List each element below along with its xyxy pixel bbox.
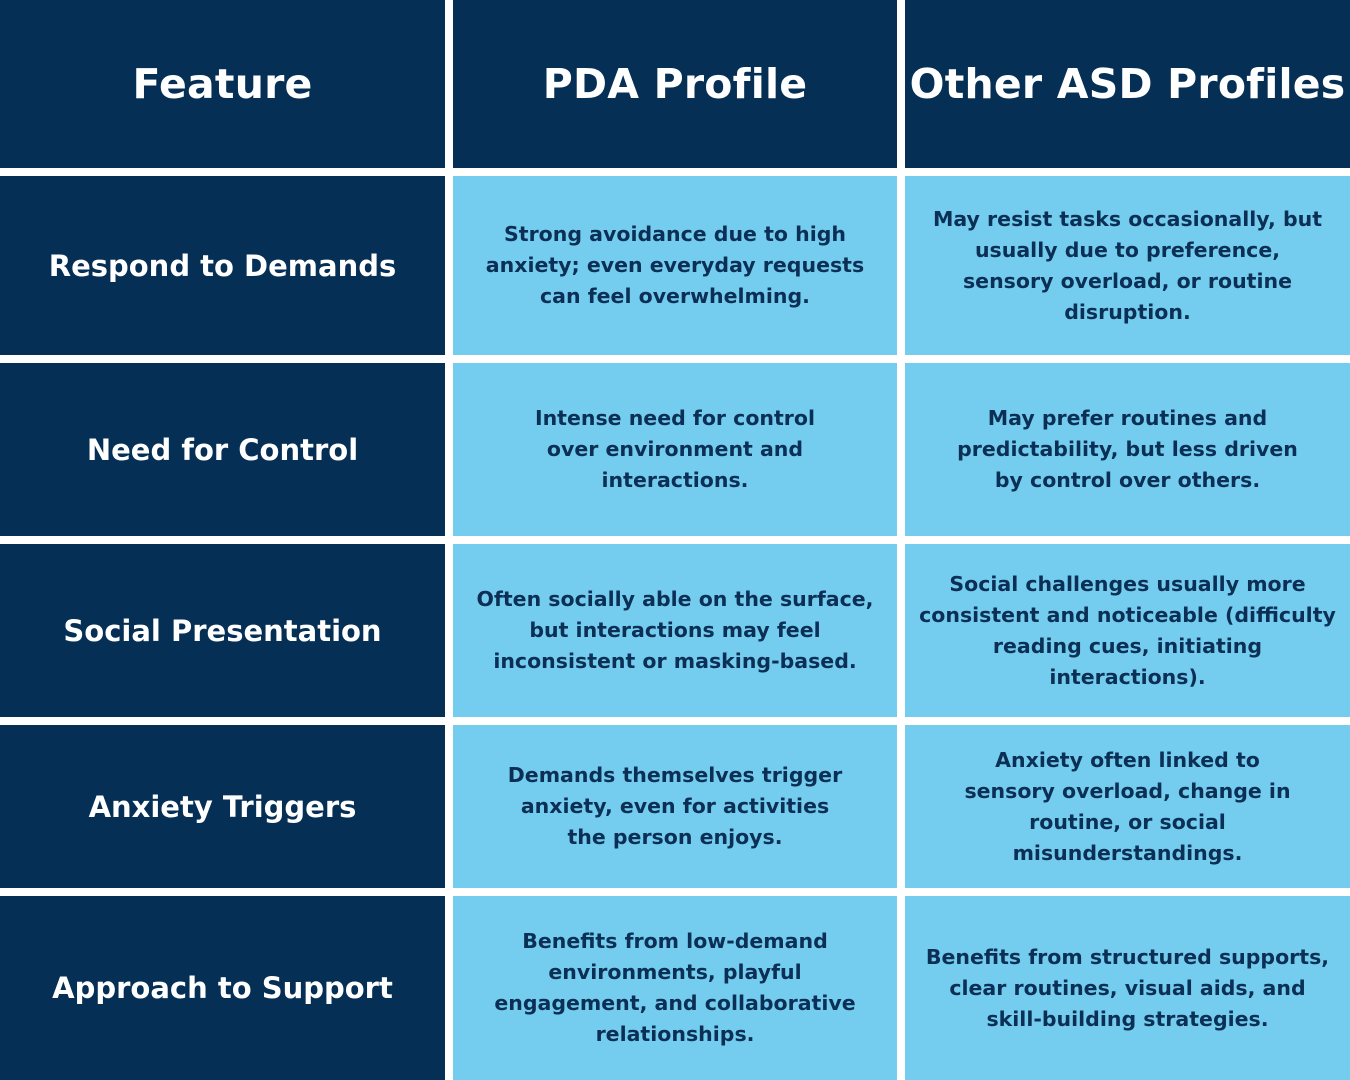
- pda-description: Demands themselves trigger anxiety, even…: [507, 763, 843, 849]
- table-row-feature: Social Presentation: [0, 544, 445, 717]
- table-row-pda: Benefits from low-demand environments, p…: [453, 896, 897, 1080]
- other-description: Benefits from structured supports, clear…: [925, 944, 1330, 1031]
- pda-description: Benefits from low-demand environments, p…: [494, 929, 856, 1046]
- feature-label: Need for Control: [86, 432, 359, 467]
- table-row-pda: Demands themselves trigger anxiety, even…: [453, 725, 897, 888]
- feature-label: Social Presentation: [63, 613, 382, 648]
- table-row-other: May prefer routines and predictability, …: [905, 363, 1350, 536]
- other-description: Social challenges usually more consisten…: [919, 571, 1336, 689]
- header-feature: Feature: [0, 0, 445, 168]
- header-feature-label: Feature: [132, 60, 313, 108]
- feature-label: Respond to Demands: [48, 248, 397, 283]
- header-other-asd-profiles-label: Other ASD Profiles: [909, 60, 1346, 108]
- table-row-pda: Intense need for control over environmen…: [453, 363, 897, 536]
- table-row-feature: Respond to Demands: [0, 176, 445, 355]
- pda-description: Intense need for control over environmen…: [534, 406, 816, 492]
- feature-label: Approach to Support: [52, 971, 393, 1005]
- pda-description: Often socially able on the surface, but …: [476, 587, 874, 673]
- table-row-other: Anxiety often linked to sensory overload…: [905, 725, 1350, 888]
- table-row-feature: Anxiety Triggers: [0, 725, 445, 888]
- other-description: May resist tasks occasionally, but usual…: [932, 206, 1323, 324]
- feature-label: Anxiety Triggers: [88, 789, 357, 824]
- other-description: Anxiety often linked to sensory overload…: [964, 747, 1291, 865]
- table-row-feature: Need for Control: [0, 363, 445, 536]
- table-row-other: Social challenges usually more consisten…: [905, 544, 1350, 717]
- table-row-other: May resist tasks occasionally, but usual…: [905, 176, 1350, 355]
- header-other-asd-profiles: Other ASD Profiles: [905, 0, 1350, 168]
- other-description: May prefer routines and predictability, …: [957, 406, 1298, 492]
- header-pda-profile-label: PDA Profile: [542, 60, 808, 108]
- table-row-other: Benefits from structured supports, clear…: [905, 896, 1350, 1080]
- header-pda-profile: PDA Profile: [453, 0, 897, 168]
- table-row-pda: Often socially able on the surface, but …: [453, 544, 897, 717]
- pda-description: Strong avoidance due to high anxiety; ev…: [485, 222, 865, 308]
- table-row-feature: Approach to Support: [0, 896, 445, 1080]
- table-row-pda: Strong avoidance due to high anxiety; ev…: [453, 176, 897, 355]
